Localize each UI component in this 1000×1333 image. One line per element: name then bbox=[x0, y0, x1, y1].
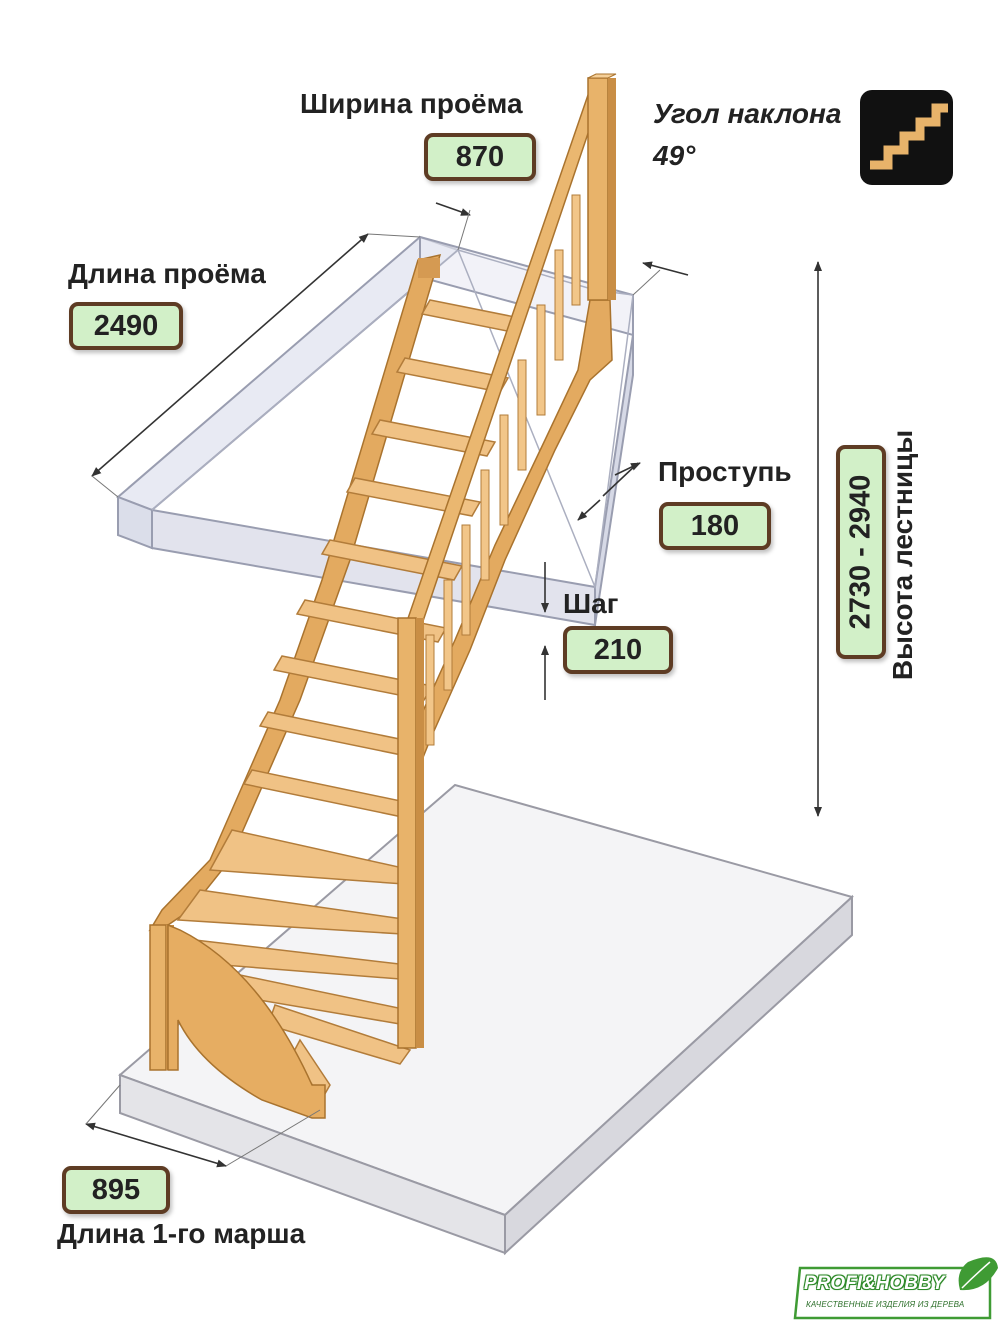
brand-name: PROFI&HOBBY bbox=[804, 1273, 945, 1294]
extension-lines bbox=[85, 209, 661, 1167]
angle-label: Угол наклона bbox=[653, 98, 842, 129]
height-value: 2730 - 2940 bbox=[844, 474, 877, 630]
brand-tagline: КАЧЕСТВЕННЫЕ ИЗДЕЛИЯ ИЗ ДЕРЕВА bbox=[806, 1300, 965, 1309]
opening-width-value: 870 bbox=[424, 133, 536, 181]
curved-bottom-stringer bbox=[167, 923, 326, 1119]
tread-label: Проступь bbox=[658, 456, 792, 487]
opening-width-label: Ширина проёма bbox=[300, 88, 523, 119]
leaf-logo-icon bbox=[793, 1257, 998, 1320]
first-flight-value: 895 bbox=[62, 1166, 170, 1214]
height-value-box: 2730 - 2940 bbox=[836, 445, 886, 659]
height-label: Высота лестницы bbox=[887, 429, 918, 681]
balusters bbox=[425, 194, 581, 746]
winder-treads bbox=[176, 829, 414, 1101]
first-flight-label: Длина 1-го марша bbox=[57, 1218, 306, 1249]
brand-logo: PROFI&HOBBY КАЧЕСТВЕННЫЕ ИЗДЕЛИЯ ИЗ ДЕРЕ… bbox=[790, 1262, 994, 1322]
dimension-lines bbox=[85, 202, 822, 1168]
opening-length-value: 2490 bbox=[69, 302, 183, 350]
step-label: Шаг bbox=[563, 588, 619, 619]
step-value: 210 bbox=[563, 626, 673, 674]
angle-value: 49° bbox=[653, 140, 696, 171]
tread-value: 180 bbox=[659, 502, 771, 550]
stairs-angle-icon bbox=[860, 90, 953, 185]
opening-length-label: Длина проёма bbox=[68, 258, 266, 289]
